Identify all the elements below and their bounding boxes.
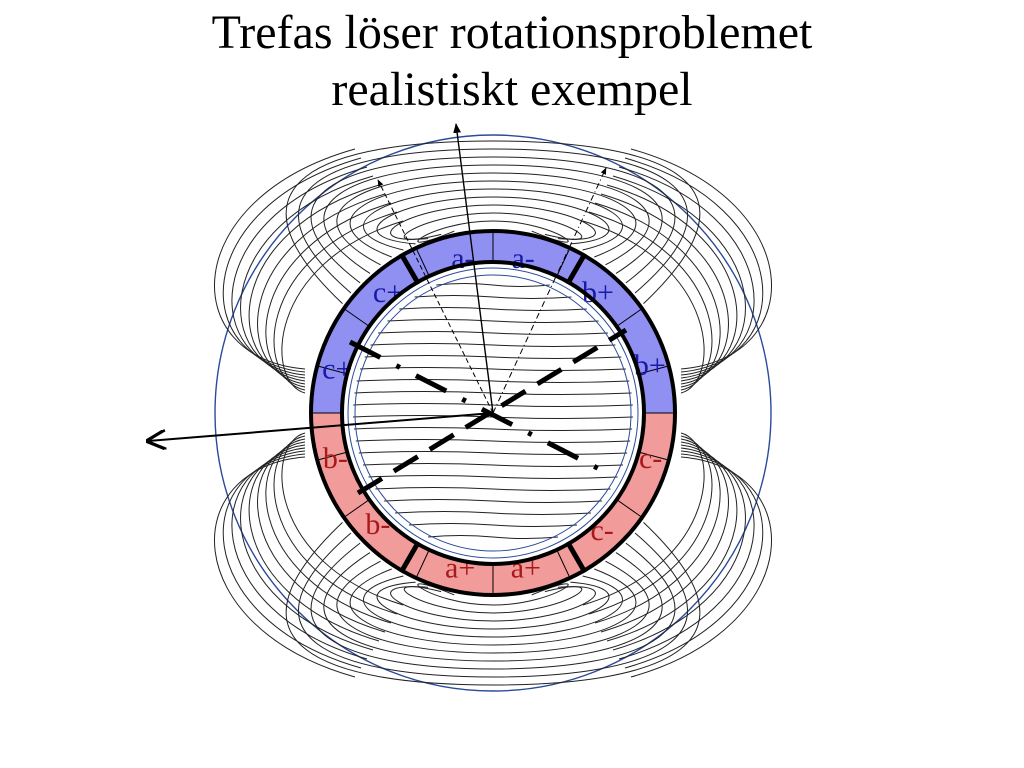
field-lines (213, 140, 773, 686)
field-line-side (618, 166, 755, 376)
field-line-rotor (356, 379, 630, 383)
field-line-loop (390, 204, 596, 240)
field-line-side (240, 175, 374, 379)
dashdot-axis-2 (348, 339, 615, 479)
field-line-loop (310, 156, 676, 284)
field-line-loop (323, 164, 663, 274)
field-line-side (213, 456, 356, 678)
field-line-loop (285, 140, 701, 305)
field-line-side (222, 157, 362, 373)
coil-divider (415, 247, 430, 277)
field-line-rotor (387, 319, 599, 323)
field-line-loop (363, 575, 623, 638)
coil-divider (317, 365, 348, 375)
field-line-loop (336, 560, 650, 654)
field-line-side (248, 444, 380, 642)
field-line-side (606, 444, 738, 642)
field-line-rotor (378, 331, 608, 335)
field-line-rotor (370, 343, 616, 347)
field-line-side (606, 184, 738, 382)
field-line-side (618, 450, 755, 660)
phase-boundary-marks (398, 252, 588, 574)
outer-boundary-circle (214, 134, 772, 692)
field-line-side (222, 453, 362, 669)
field-line-rotor (360, 367, 626, 371)
field-line-rotor (353, 427, 633, 431)
coil-divider (317, 451, 348, 461)
field-line-loop (336, 172, 650, 266)
field-line-side (231, 450, 368, 660)
coil-label-bminus: b- (323, 442, 348, 475)
coil-divider (343, 499, 370, 518)
winding-band-lower (311, 413, 675, 595)
field-line-loop (298, 148, 688, 294)
dashdot-arrow-upper-right (492, 167, 607, 414)
field-line-rotor (399, 307, 587, 311)
field-line-side (624, 157, 764, 373)
field-line-rotor (408, 523, 578, 527)
resultant-arrow-left (148, 412, 494, 441)
field-line-loop (323, 552, 663, 662)
field-line-loop (285, 521, 701, 686)
field-line-rotor (358, 451, 628, 455)
field-line-loop (349, 568, 637, 646)
slide-title: Trefas löser rotationsproblemet realisti… (0, 4, 1024, 118)
field-line-side (240, 447, 374, 651)
coil-divider (343, 308, 370, 327)
coil-divider (638, 451, 669, 461)
field-line-rotor (368, 475, 618, 479)
field-line-side (213, 148, 356, 370)
field-line-side (624, 453, 764, 669)
coil-divider (616, 308, 643, 327)
title-line-2: realistiskt exempel (331, 63, 693, 116)
dashed-arrow-upper-left (377, 179, 494, 414)
field-line-side (630, 148, 773, 370)
field-line-loop (363, 188, 623, 251)
field-line-rotor (436, 283, 550, 287)
coil-divider (415, 549, 430, 579)
ring-outer-outline (309, 229, 677, 597)
field-line-side (630, 456, 773, 678)
field-line-rotor (354, 391, 632, 395)
coil-divider (616, 499, 643, 518)
field-line-rotor (384, 499, 602, 503)
field-line-loop (403, 586, 583, 614)
phase-boundary-mark (398, 252, 421, 286)
field-line-rotor (414, 295, 572, 299)
phase-boundary-mark (565, 540, 588, 574)
field-line-loop (417, 583, 569, 606)
field-line-loop (298, 532, 688, 678)
field-line-side (248, 184, 380, 382)
dashed-axis-1 (356, 327, 628, 496)
field-line-rotor (353, 403, 633, 407)
ring-inner-outline (340, 260, 646, 566)
phase-boundary-mark (398, 540, 421, 574)
field-line-loop (403, 212, 583, 240)
coil-dividers (311, 231, 675, 595)
field-line-rotor (355, 439, 631, 443)
field-line-loop (417, 220, 569, 243)
field-line-side (612, 447, 746, 651)
title-line-1: Trefas löser rotationsproblemet (211, 6, 813, 59)
field-line-loop (390, 586, 596, 622)
field-line-rotor (375, 487, 611, 491)
rotor-circle-outer (347, 267, 639, 559)
solid-arrow-up (453, 123, 494, 414)
field-line-loop (349, 180, 637, 258)
coil-divider (638, 365, 669, 375)
coil-labels: a-a-c+b+c+b+b-c-b-c-a+a+ (322, 242, 666, 585)
field-line-side (612, 175, 746, 379)
winding-band-upper (311, 231, 675, 413)
field-line-loop (310, 542, 676, 670)
field-line-side (231, 166, 368, 376)
coil-divider (556, 247, 571, 277)
rotor-circle-inner (354, 274, 632, 552)
field-line-rotor (427, 535, 559, 539)
phase-boundary-mark (565, 252, 588, 286)
coil-divider (556, 549, 571, 579)
coil-label-cminus: c- (639, 442, 662, 475)
field-line-rotor (394, 511, 592, 515)
